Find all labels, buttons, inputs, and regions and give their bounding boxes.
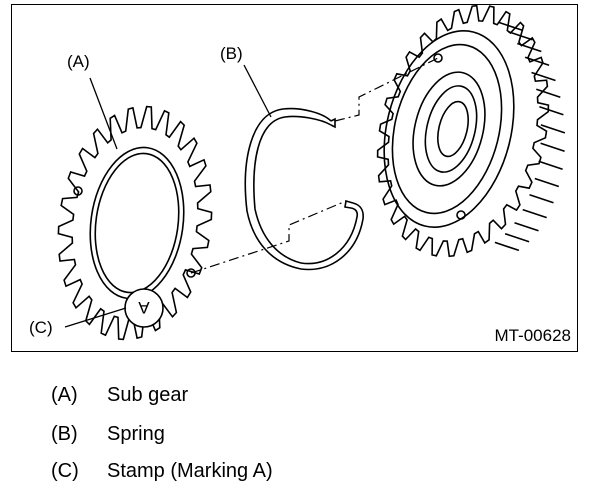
main-gear-hub-outer [412,71,486,187]
legend-item-b: (B) Spring [51,424,165,444]
main-gear-hole-top [433,53,443,63]
legend-key: (A) [51,384,78,406]
helix-line [531,71,556,82]
legend-item-a: (A) Sub gear [51,385,188,405]
legend-key: (B) [51,423,78,445]
exploded-view-drawing: A [57,5,566,341]
leader-b [243,64,272,118]
sub-gear-hole-left [73,186,83,196]
callout-b: (B) [220,44,243,63]
sub-gear-inner-ring-inner [94,152,180,294]
main-gear-hole-bottom [456,210,466,220]
helix-line [538,160,563,170]
sub-gear-hole-right [186,268,196,278]
spring [244,107,364,271]
assembly-line-upper [334,57,439,122]
figure-code: MT-00628 [494,326,571,345]
sub-gear [57,105,213,341]
leader-lines [64,64,272,328]
spring-end-lower [344,199,354,209]
spring-outer-arc [244,107,364,271]
figure-frame: A (A [11,4,578,352]
helix-line [522,208,547,219]
stamp-letter: A [138,298,150,317]
helix-line [508,31,533,41]
helix-line [529,194,554,204]
main-gear-helix-lines [494,21,566,252]
helix-line [534,177,560,188]
assembly-line-lower [190,200,347,274]
main-gear-face-outer [383,30,515,228]
helix-line [498,21,523,32]
main-gear [376,5,566,258]
spring-inner-arc [253,115,359,265]
callout-a: (A) [67,52,90,71]
helix-line [536,88,561,98]
leader-c [64,307,127,328]
sub-gear-teeth [57,105,213,341]
sub-gear-inner-ring-outer [89,146,185,300]
legend-text: Spring [107,423,165,445]
main-gear-hub-inner [424,85,478,173]
legend-key: (C) [51,460,79,482]
callout-c: (C) [29,318,53,337]
legend-text: Stamp (Marking A) [107,460,273,482]
helix-line [504,232,530,243]
helix-line [540,124,566,134]
spring-end-upper [330,117,336,129]
assembly-lines [190,57,439,274]
helix-line [539,106,564,116]
legend-text: Sub gear [107,384,189,406]
helix-line [514,221,539,232]
main-gear-bore [437,100,469,158]
main-gear-face-ring [391,43,503,215]
helix-line [540,142,565,152]
legend-item-c: (C) Stamp (Marking A) [51,461,273,481]
helix-line [494,241,520,252]
helix-line [517,42,542,53]
leader-a [89,77,118,150]
helix-line [524,56,550,66]
